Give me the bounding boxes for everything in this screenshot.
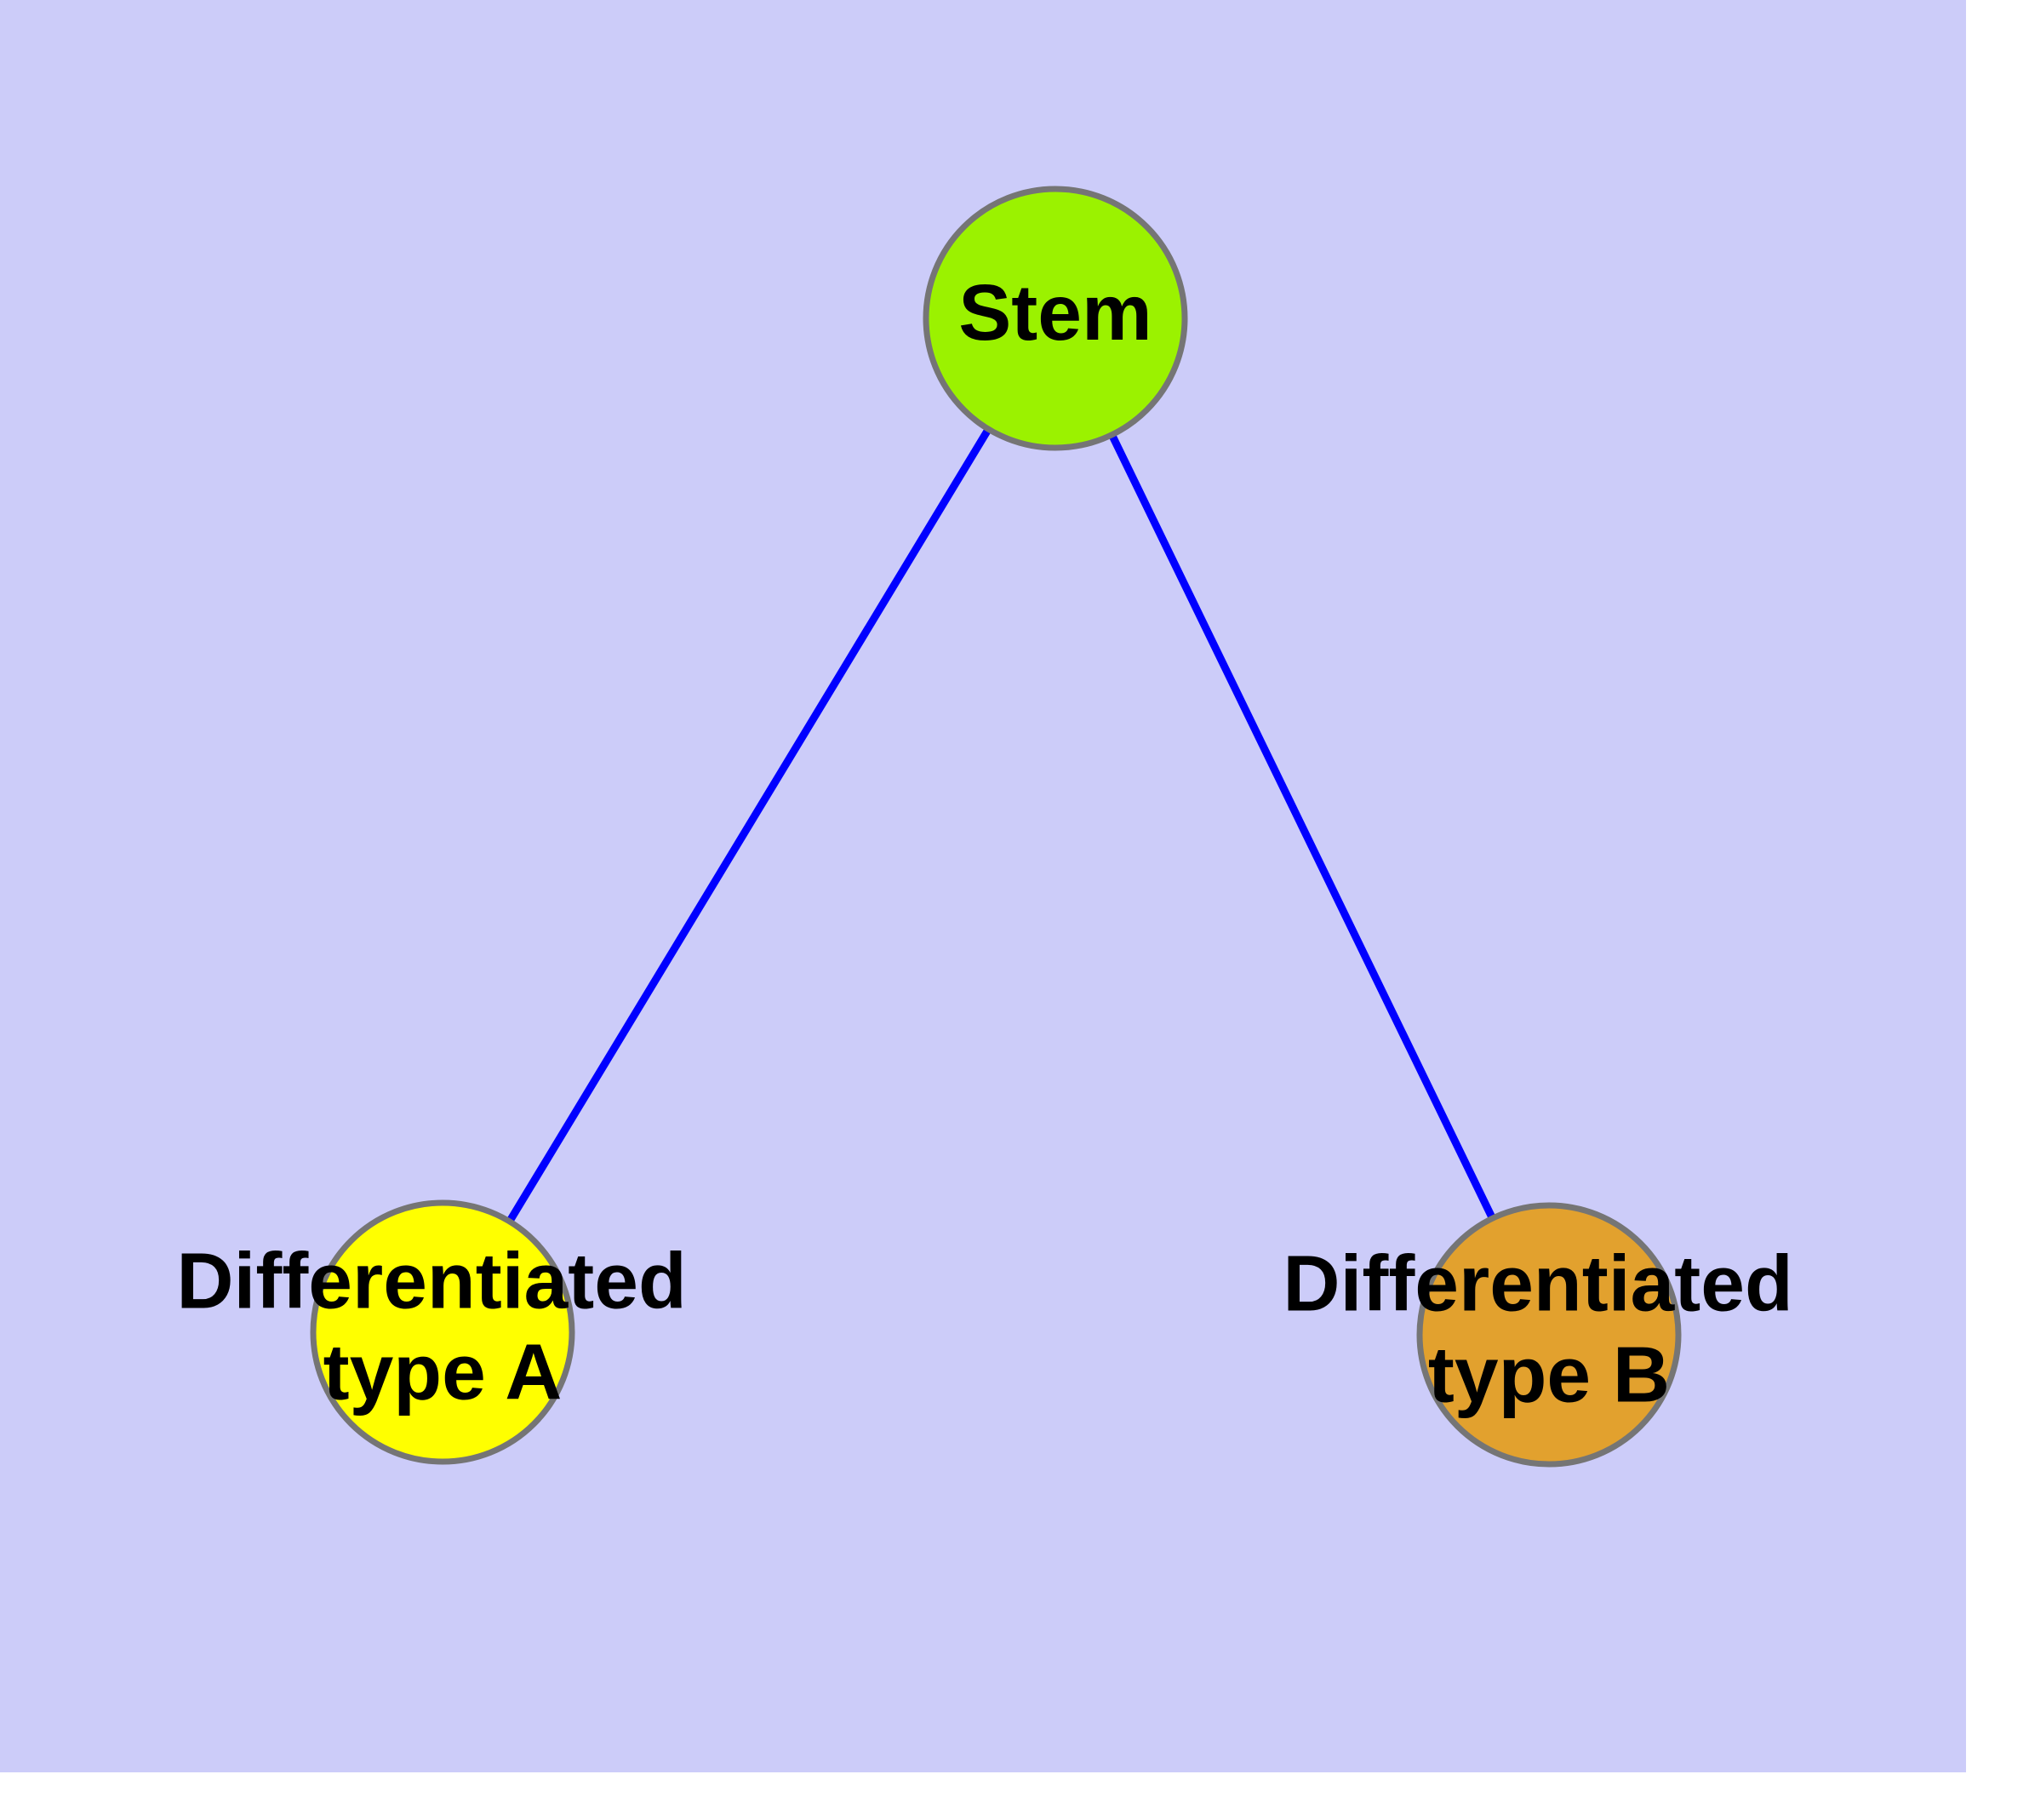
node-differentiated-type-b-label-line-2: type B <box>1428 1330 1670 1418</box>
node-stem-label: Stem <box>958 268 1152 357</box>
edges-group <box>506 428 1495 1222</box>
node-differentiated-type-a[interactable]: Differentiated type A <box>176 1199 708 1465</box>
node-differentiated-type-b[interactable]: Differentiated type B <box>1283 1202 1815 1468</box>
node-differentiated-type-b-label: Differentiated type B <box>1283 1239 1815 1418</box>
node-differentiated-type-a-label-line-2: type A <box>323 1327 563 1416</box>
node-differentiated-type-a-circle[interactable] <box>310 1199 575 1465</box>
node-differentiated-type-b-circle[interactable] <box>1416 1202 1682 1468</box>
node-differentiated-type-a-label: Differentiated type A <box>176 1236 708 1416</box>
node-stem[interactable]: Stem <box>923 186 1188 451</box>
node-stem-label-line-1: Stem <box>958 268 1152 357</box>
node-differentiated-type-a-label-line-1: Differentiated <box>176 1236 686 1325</box>
node-stem-circle[interactable] <box>923 186 1188 451</box>
node-differentiated-type-b-label-line-1: Differentiated <box>1283 1239 1792 1327</box>
nodes-group: Stem Differentiated type A Differentiate… <box>176 186 1815 1468</box>
edge-stem-diff-a[interactable] <box>506 428 992 1222</box>
edge-stem-diff-b[interactable] <box>1109 434 1495 1219</box>
